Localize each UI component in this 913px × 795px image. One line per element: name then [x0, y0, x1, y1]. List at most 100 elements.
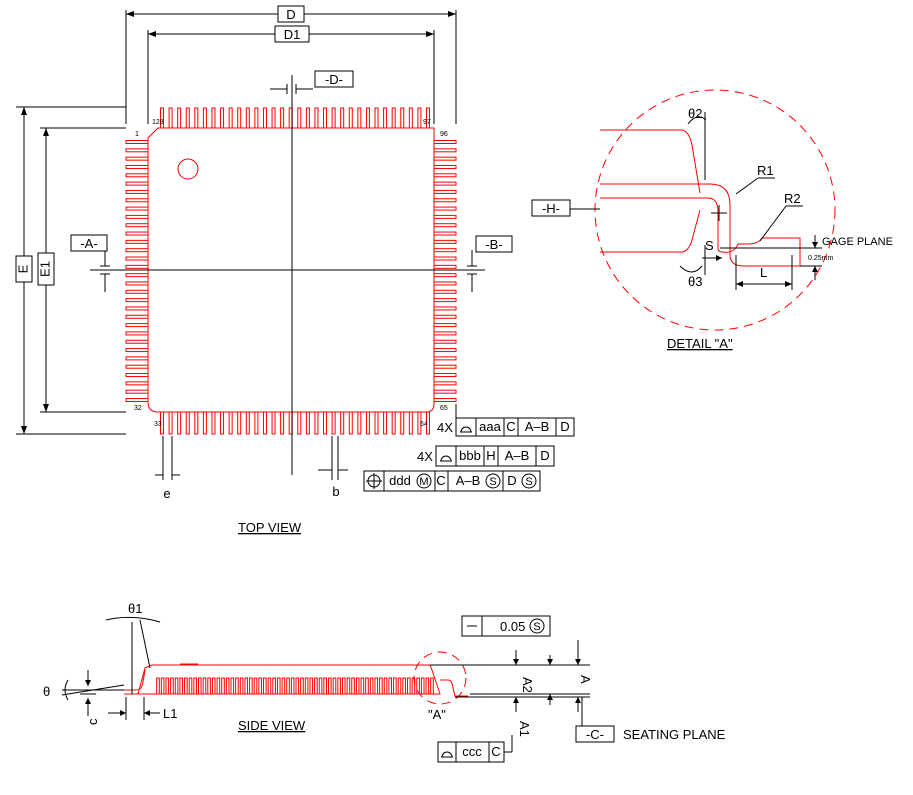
lead	[258, 677, 262, 695]
svg-text:D: D	[540, 448, 549, 463]
lead	[337, 677, 341, 695]
lead	[125, 156, 149, 161]
side-leads	[156, 677, 434, 695]
lead	[125, 164, 149, 169]
lead	[297, 411, 302, 435]
theta3-label: θ3	[688, 274, 702, 289]
lead	[125, 231, 149, 236]
lead	[433, 248, 457, 253]
lead	[262, 107, 267, 129]
detail-a-ref-label: "A"	[428, 707, 446, 722]
lead	[328, 677, 332, 695]
lead	[331, 107, 336, 129]
lead	[249, 677, 253, 695]
lead	[369, 677, 374, 695]
lead	[417, 107, 422, 129]
lead	[220, 107, 225, 129]
lead	[433, 323, 457, 328]
lead	[346, 677, 351, 695]
lead	[374, 107, 379, 129]
lead	[237, 107, 242, 129]
lead	[314, 107, 319, 129]
lead	[170, 677, 174, 695]
lead	[185, 411, 190, 435]
lead	[267, 677, 272, 695]
lead	[433, 306, 457, 311]
lead	[433, 331, 457, 336]
lead	[125, 256, 149, 261]
svg-text:C: C	[491, 744, 500, 759]
lead	[430, 677, 434, 695]
lead	[433, 181, 457, 186]
lead	[185, 107, 190, 129]
theta-label: θ	[43, 684, 50, 699]
lead	[305, 411, 310, 435]
lead	[357, 107, 362, 129]
lead	[305, 107, 310, 129]
lead	[411, 677, 416, 695]
lead	[174, 677, 179, 695]
lead	[433, 156, 457, 161]
detail-a-view: -H- θ2 θ3 R1 R2 S L GAGE PLANE 0.25mm	[531, 89, 893, 351]
detail-a-ref-circle	[413, 651, 467, 705]
lead	[125, 214, 149, 219]
lead	[125, 339, 149, 344]
lead	[433, 298, 457, 303]
lead	[211, 411, 216, 435]
lead	[254, 107, 259, 129]
svg-text:D: D	[507, 473, 516, 488]
lead	[254, 411, 259, 435]
leads-bottom	[160, 411, 430, 435]
lead	[280, 411, 285, 435]
lead	[323, 107, 328, 129]
lead	[397, 677, 402, 695]
svg-text:0.05: 0.05	[500, 619, 525, 634]
lead	[420, 677, 425, 695]
lead	[433, 148, 457, 153]
lead	[225, 677, 230, 695]
lead	[309, 677, 314, 695]
lead	[408, 107, 413, 129]
datum-B-label: -B-	[485, 237, 502, 252]
lead	[290, 677, 295, 695]
svg-text:A–B: A–B	[456, 473, 481, 488]
lead	[365, 107, 370, 129]
lead	[216, 677, 221, 695]
pin1-marker	[177, 158, 199, 180]
lead	[230, 677, 235, 695]
lead	[433, 373, 457, 378]
dim-D-label: D	[286, 7, 295, 22]
lead	[295, 677, 300, 695]
svg-text:C: C	[506, 419, 515, 434]
lead	[211, 107, 216, 129]
lead	[357, 411, 362, 435]
tolerance-frame-ddd: ddd M C A–B S D S	[363, 470, 541, 492]
lead	[300, 677, 304, 695]
lead	[253, 677, 258, 695]
lead	[125, 198, 149, 203]
lead	[168, 107, 173, 129]
lead	[388, 677, 393, 695]
lead	[165, 677, 170, 695]
lead	[433, 348, 457, 353]
svg-text:ccc: ccc	[462, 744, 482, 759]
lead	[239, 677, 244, 695]
lead	[383, 411, 388, 435]
lead	[433, 173, 457, 178]
lead	[355, 677, 360, 695]
lead	[433, 264, 457, 269]
lead	[332, 677, 337, 695]
lead	[433, 214, 457, 219]
gage-plane-label: GAGE PLANE	[822, 236, 893, 248]
lead	[125, 314, 149, 319]
tolerance-frame-ccc: ccc C	[437, 735, 513, 763]
lead	[402, 677, 406, 695]
svg-text:A–B: A–B	[525, 419, 550, 434]
svg-text:A–B: A–B	[505, 448, 530, 463]
lead	[125, 239, 149, 244]
svg-text:ddd: ddd	[389, 473, 411, 488]
pin-number-96: 96	[440, 131, 448, 138]
lead	[433, 223, 457, 228]
lead	[125, 223, 149, 228]
